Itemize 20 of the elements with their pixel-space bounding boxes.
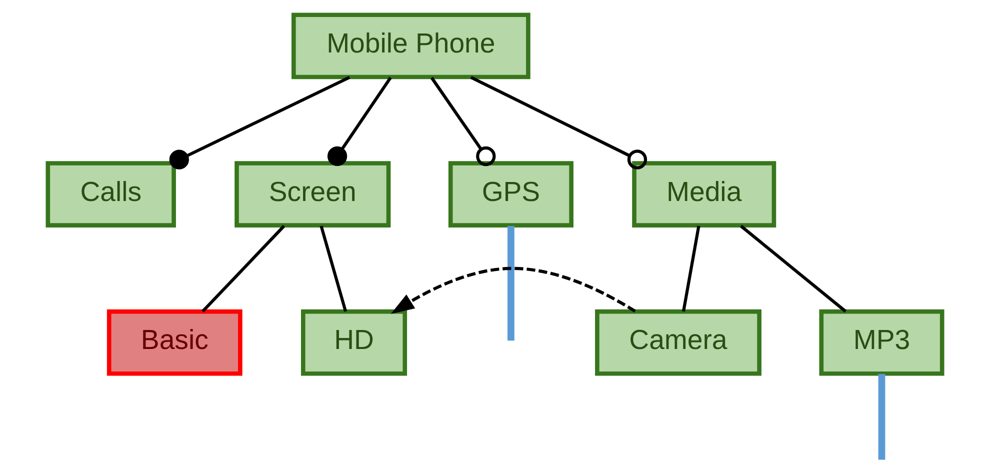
connector bbox=[430, 76, 496, 166]
node-box: GPS bbox=[448, 161, 574, 228]
node-box: MP3 bbox=[819, 309, 944, 376]
node-box: HD bbox=[300, 309, 408, 376]
connector bbox=[878, 374, 886, 460]
node-box: Basic bbox=[106, 309, 242, 376]
connector bbox=[508, 226, 514, 341]
node-box: Mobile Phone bbox=[292, 12, 530, 80]
arrow bbox=[390, 266, 636, 314]
connector bbox=[470, 76, 648, 170]
node-box: Calls bbox=[46, 161, 176, 228]
node-box: Screen bbox=[234, 161, 391, 228]
connector bbox=[169, 76, 350, 170]
connector bbox=[740, 224, 847, 313]
connector bbox=[682, 226, 700, 312]
connector bbox=[202, 224, 286, 312]
node-box: Camera bbox=[595, 309, 762, 376]
connector bbox=[327, 76, 392, 166]
connector bbox=[320, 226, 348, 312]
node-box: Media bbox=[632, 161, 776, 228]
